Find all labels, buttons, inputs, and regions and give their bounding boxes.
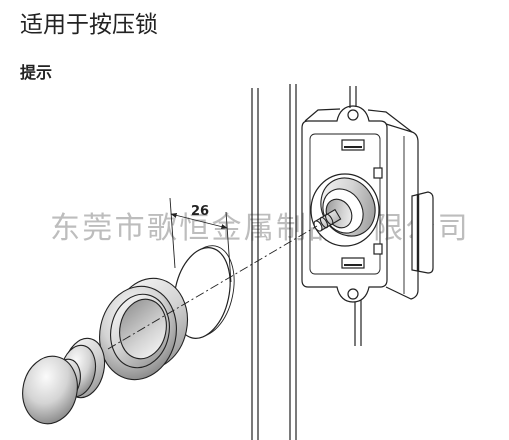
- mounting-hole-bottom: [347, 288, 359, 300]
- lock-inner-frame: [309, 133, 381, 275]
- lock-side-clip: [373, 167, 383, 179]
- dimension-extension-line-left: [169, 197, 176, 269]
- dimension-label: 26: [191, 204, 209, 219]
- center-axis-line: [107, 225, 318, 350]
- page-title: 适用于按压锁: [20, 12, 158, 38]
- lock-clip-top: [341, 139, 365, 151]
- dimension-line: [170, 212, 228, 230]
- mounting-hole-top: [347, 109, 359, 121]
- lock-front-plate: [301, 105, 388, 303]
- lock-plunger-ridge: [319, 216, 329, 229]
- lock-plunger-tip: [313, 220, 323, 232]
- dimension-annotation: 26: [169, 197, 232, 283]
- lock-plunger-ridge: [325, 213, 334, 226]
- rosette-ring: [99, 277, 188, 381]
- panel-lines: [251, 84, 362, 440]
- lock-side-clip: [373, 243, 383, 255]
- company-watermark: 东莞市歌恒金属制品有限公司: [50, 211, 470, 246]
- lock-clip-bottom: [341, 257, 365, 269]
- knob-cap: [22, 355, 78, 425]
- section-subtitle: 提示: [20, 63, 53, 82]
- lock-body: [301, 105, 434, 303]
- lock-latch-bolt: [411, 191, 434, 274]
- rosette-bore: [119, 298, 167, 360]
- lock-housing-top-edge: [304, 108, 413, 133]
- push-button-knob: [22, 337, 106, 425]
